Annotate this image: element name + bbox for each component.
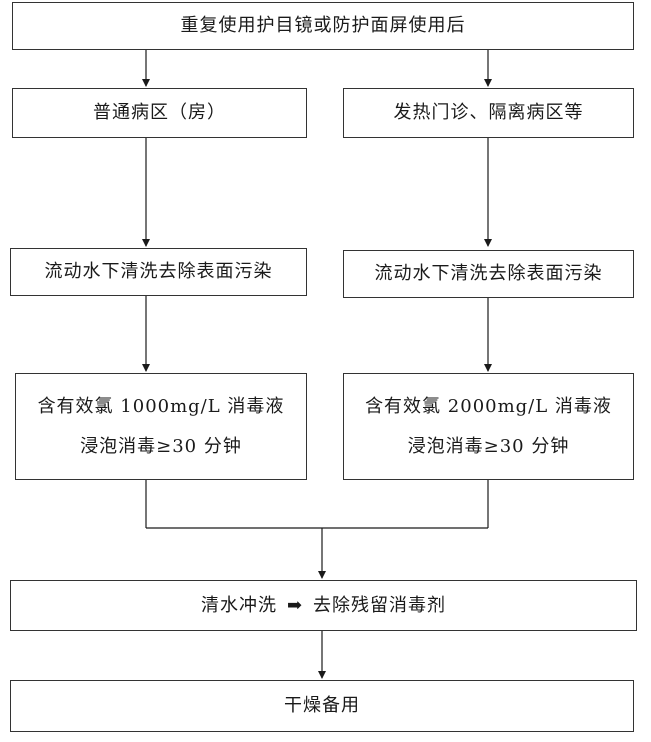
- right-disinfect-box: 含有效氯 2000mg/L 消毒液 浸泡消毒≥30 分钟: [343, 373, 634, 480]
- start-text: 重复使用护目镜或防护面屏使用后: [180, 15, 466, 37]
- left-disinfect-line2: 浸泡消毒≥30 分钟: [80, 435, 242, 457]
- right-disinfect-line2: 浸泡消毒≥30 分钟: [407, 435, 570, 457]
- final-box: 干燥备用: [10, 680, 634, 732]
- general-ward-label: 普通病区（房）: [93, 102, 226, 124]
- fever-clinic-box: 发热门诊、隔离病区等: [343, 88, 634, 138]
- general-ward-box: 普通病区（房）: [12, 88, 307, 138]
- right-disinfect-line1: 含有效氯 2000mg/L 消毒液: [365, 395, 612, 417]
- left-rinse-box: 流动水下清洗去除表面污染: [10, 248, 307, 296]
- right-rinse-label: 流动水下清洗去除表面污染: [374, 263, 603, 285]
- right-rinse-box: 流动水下清洗去除表面污染: [343, 250, 634, 298]
- rinse-step-part2: 去除残留消毒剂: [313, 594, 447, 616]
- final-label: 干燥备用: [284, 695, 360, 717]
- start-box: 重复使用护目镜或防护面屏使用后: [12, 2, 634, 50]
- left-disinfect-line1: 含有效氯 1000mg/L 消毒液: [37, 395, 285, 417]
- left-disinfect-box: 含有效氯 1000mg/L 消毒液 浸泡消毒≥30 分钟: [15, 373, 307, 480]
- rinse-step-part1: 清水冲洗: [200, 594, 277, 616]
- left-rinse-label: 流动水下清洗去除表面污染: [44, 261, 273, 283]
- fever-clinic-label: 发热门诊、隔离病区等: [393, 102, 584, 124]
- rinse-step-box: 清水冲洗 ➡ 去除残留消毒剂: [10, 580, 637, 631]
- right-arrow-icon: ➡: [286, 594, 304, 616]
